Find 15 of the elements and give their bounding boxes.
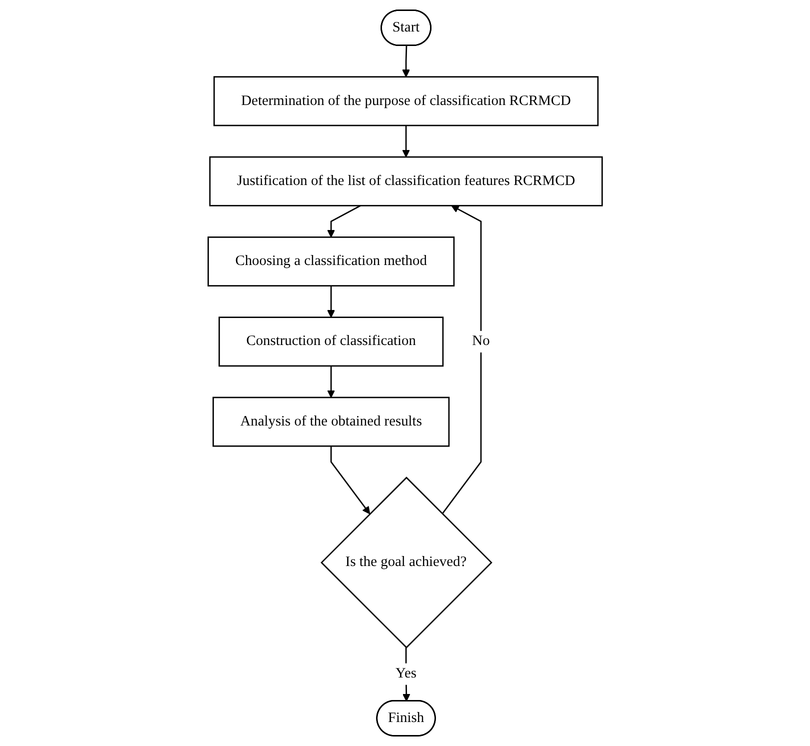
- node-diamond: Is the goal achieved?: [320, 476, 492, 648]
- node-box: Justification of the list of classification features RCRMCD: [209, 156, 603, 206]
- edge-label: No: [472, 334, 490, 349]
- node-box: Choosing a classification method: [207, 236, 454, 286]
- arrow: [402, 126, 410, 158]
- arrow: [402, 46, 410, 78]
- node-box: Determination of the purpose of classification RCRMCD: [213, 76, 598, 126]
- node-box: Construction of classification: [218, 316, 444, 367]
- node-box: Analysis of the obtained results: [212, 396, 450, 447]
- arrow: [326, 205, 361, 238]
- edge-label: Yes: [395, 666, 416, 682]
- arrow: [442, 205, 482, 514]
- arrow: [330, 446, 370, 514]
- arrow: [326, 366, 335, 398]
- arrow: [326, 286, 335, 318]
